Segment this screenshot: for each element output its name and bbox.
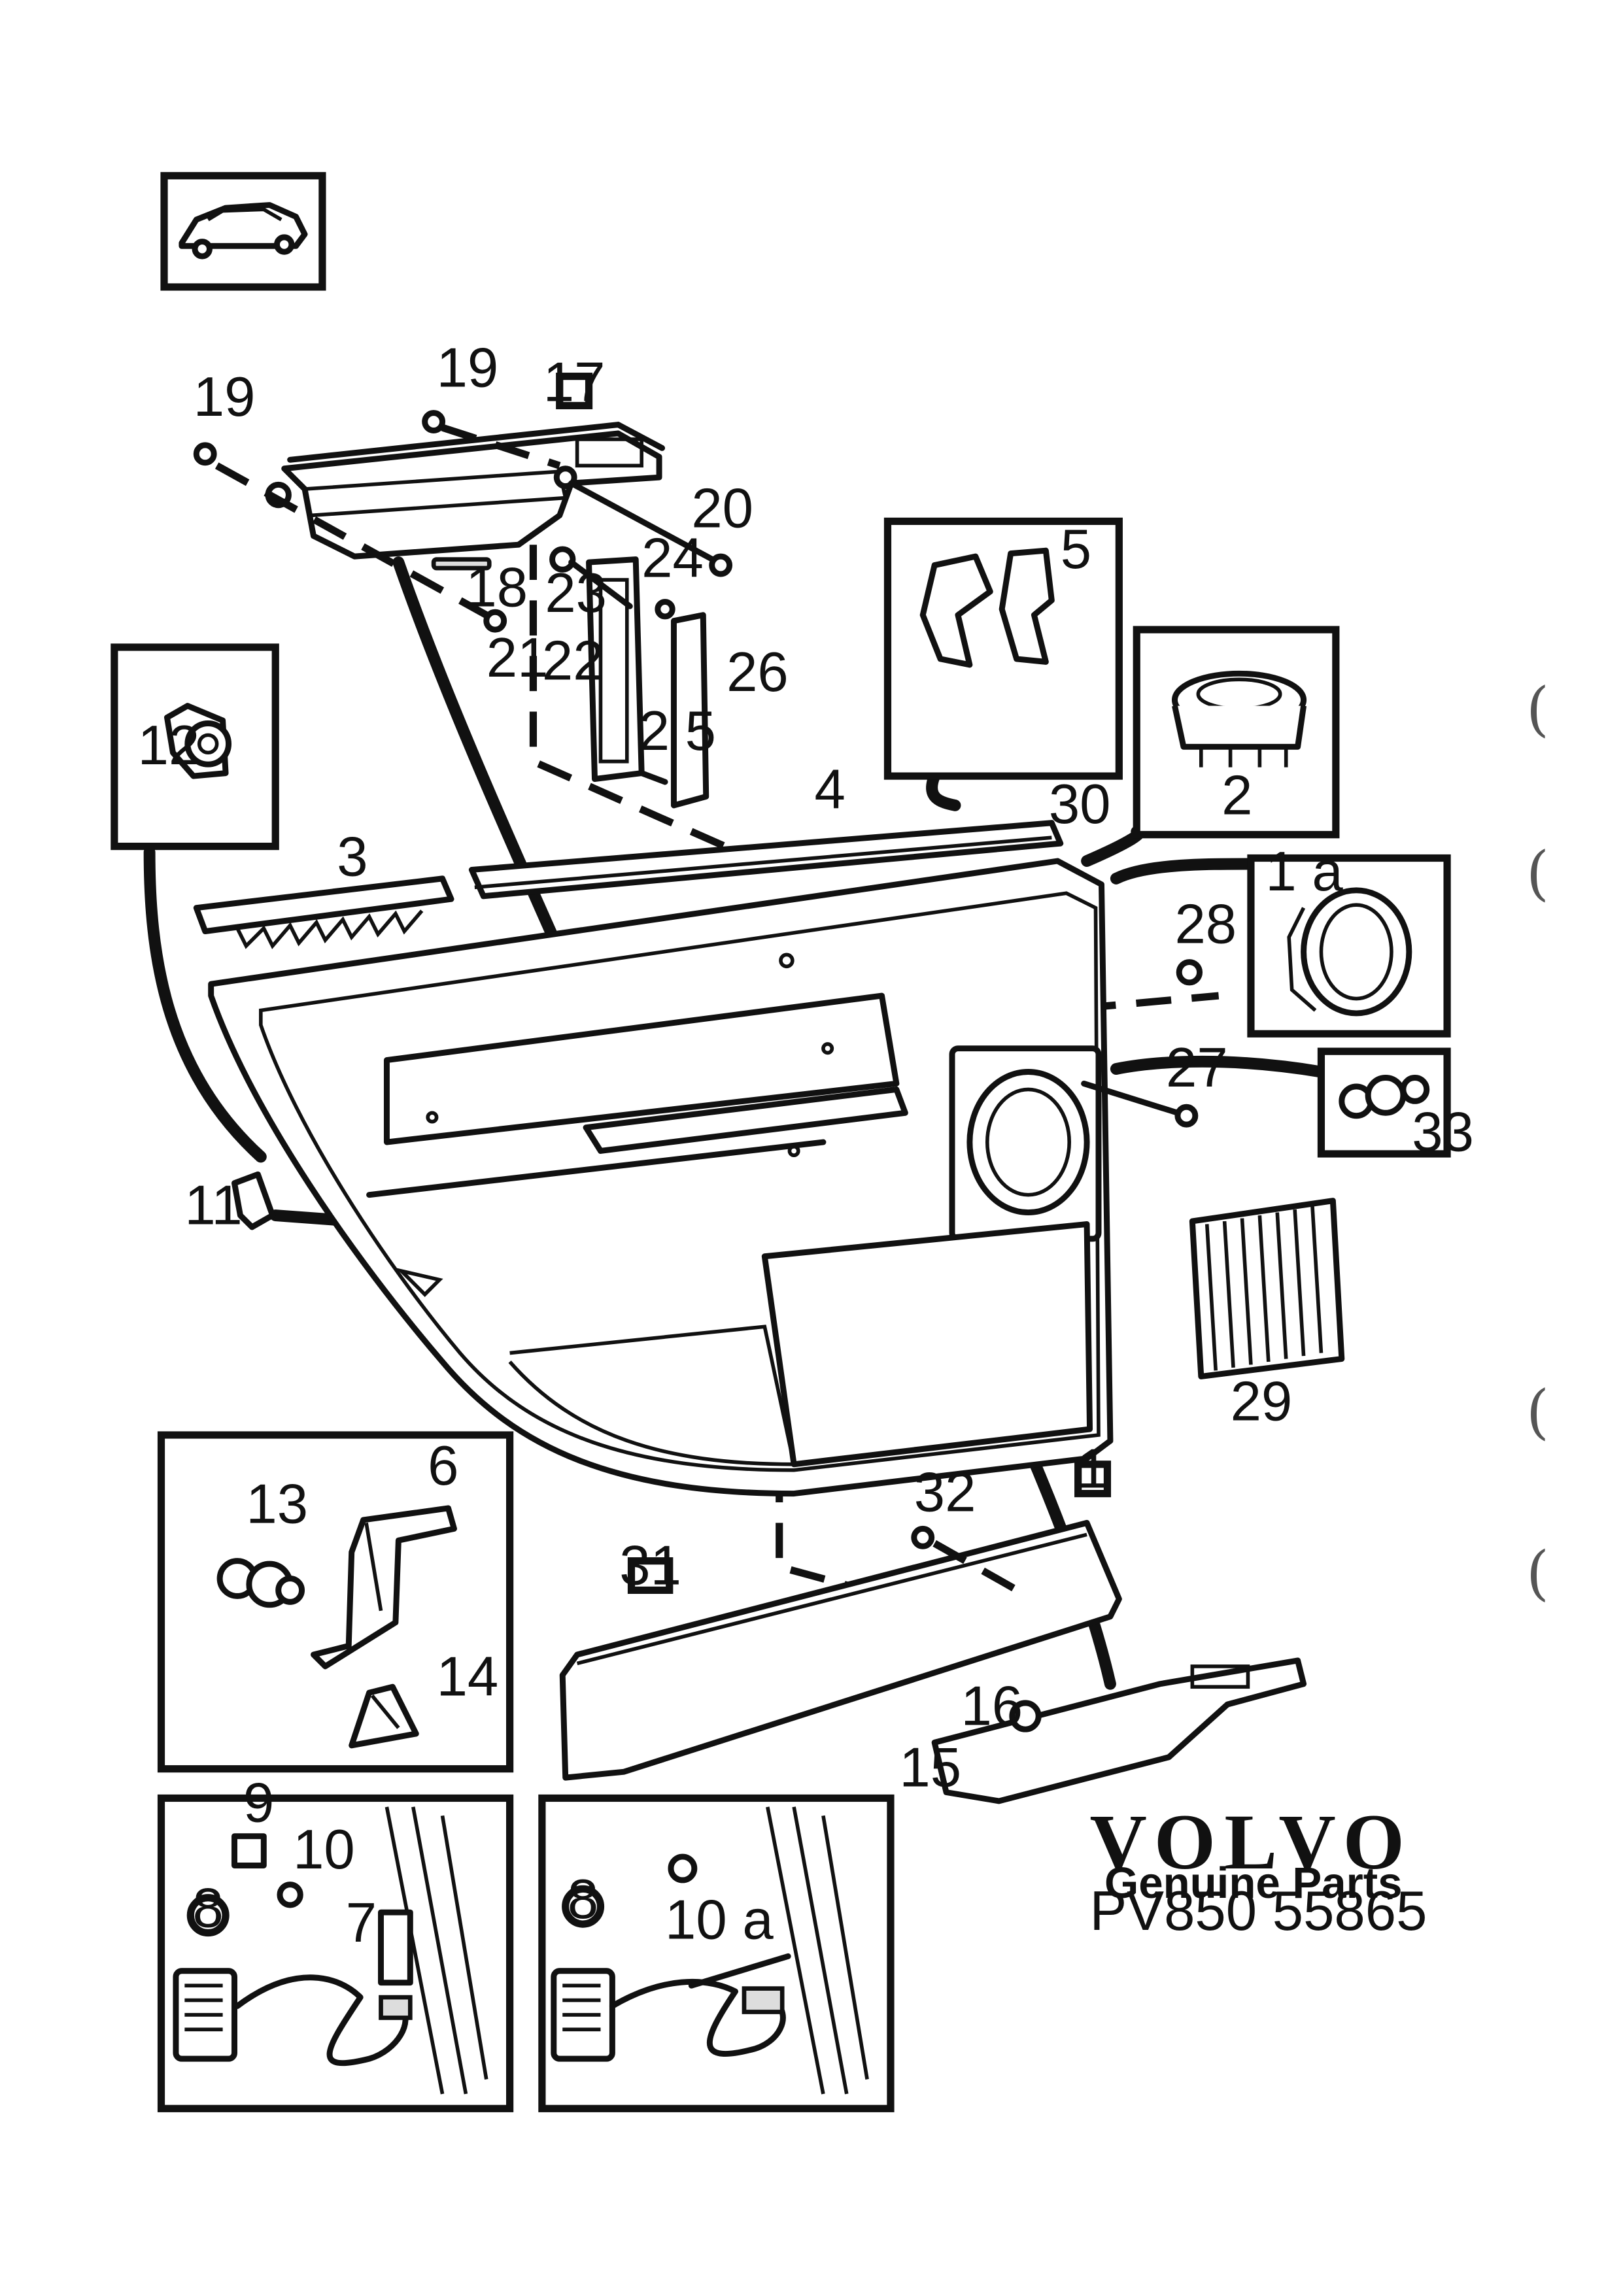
label-22: 22 xyxy=(542,630,604,692)
label-28: 28 xyxy=(1174,893,1237,955)
inset-plug-33 xyxy=(1317,1047,1451,1158)
margin-mark: ( xyxy=(1526,1379,1549,1447)
margin-mark: ( xyxy=(1526,839,1549,907)
switch-panel-15 xyxy=(931,1657,1307,1804)
label-1a: 1 a xyxy=(1265,841,1343,903)
label-30: 30 xyxy=(1049,773,1111,836)
label-20: 20 xyxy=(691,477,753,539)
label-25: 2 5 xyxy=(639,700,716,762)
label-33: 33 xyxy=(1412,1101,1474,1163)
screw-21 xyxy=(214,462,507,633)
inset-switch-wiring-b xyxy=(538,1794,895,2112)
screw-24-line xyxy=(568,559,633,609)
label-16: 16 xyxy=(961,1675,1023,1737)
label-13: 13 xyxy=(246,1473,308,1535)
leader-line xyxy=(143,846,267,1163)
label-10: 10 xyxy=(293,1819,355,1881)
leader-line xyxy=(1110,1055,1327,1078)
label-4: 4 xyxy=(814,758,845,820)
leader-dash xyxy=(529,545,766,868)
label-32: 32 xyxy=(914,1461,976,1523)
armrest-handle-part xyxy=(265,422,666,571)
label-31: 31 xyxy=(619,1534,681,1596)
label-box-17 xyxy=(556,373,593,410)
inset-switch-wiring-a xyxy=(157,1794,514,2112)
leader-dash xyxy=(932,1540,1025,1596)
margin-mark: ( xyxy=(1526,675,1549,743)
leader-line xyxy=(1110,858,1257,885)
screw-24 xyxy=(655,599,675,620)
label-7: 7 xyxy=(346,1892,377,1954)
speaker-grille-29 xyxy=(1189,1198,1345,1379)
pocket-panel-31 xyxy=(559,1519,1122,1781)
label-10a: 10 a xyxy=(665,1889,774,1951)
label-box-31 xyxy=(627,1557,674,1595)
label-15: 15 xyxy=(899,1737,961,1799)
margin-mark: ( xyxy=(1526,1540,1549,1608)
leader-line xyxy=(392,556,566,958)
clip-19-top xyxy=(422,410,446,433)
screw-23 xyxy=(549,546,576,573)
label-11: 11 xyxy=(184,1174,242,1236)
label-8-right: 8 xyxy=(568,1868,598,1931)
label-23: 23 xyxy=(545,562,607,624)
label-circle-8b xyxy=(562,1885,605,1928)
label-circle-8a xyxy=(186,1894,230,1937)
label-6: 6 xyxy=(428,1435,458,1497)
label-29: 29 xyxy=(1231,1371,1293,1433)
screw-20 xyxy=(568,480,733,577)
clip-28 xyxy=(1176,959,1203,986)
leader-dash xyxy=(441,424,561,469)
label-box-1 xyxy=(1074,1460,1112,1498)
inset-speaker-ring-2 xyxy=(1133,626,1340,839)
part-code: PV850 55865 xyxy=(1090,1880,1427,1942)
label-19-top: 19 xyxy=(437,337,499,399)
screw-32 xyxy=(911,1525,935,1549)
label-9: 9 xyxy=(243,1772,274,1834)
label-14: 14 xyxy=(437,1646,499,1708)
label-3: 3 xyxy=(337,826,367,888)
label-5: 5 xyxy=(1061,518,1091,581)
screw-25 xyxy=(638,770,668,785)
inset-clip-12 xyxy=(111,643,279,851)
window-rail-4 xyxy=(468,820,1064,900)
inset-clip-5 xyxy=(883,517,1123,780)
rail-3 xyxy=(193,875,454,949)
leader-line xyxy=(926,770,961,811)
screw-27 xyxy=(1174,1104,1199,1128)
label-17: 17 xyxy=(543,352,606,414)
label-8-left: 8 xyxy=(193,1878,224,1940)
label-26: 26 xyxy=(726,641,789,703)
inset-speaker-bracket-1a xyxy=(1247,854,1451,1038)
trim-strip-26 xyxy=(670,612,709,809)
brand-logo: VOLVO xyxy=(1090,1798,1414,1886)
label-18: 18 xyxy=(466,556,528,618)
label-2: 2 xyxy=(1222,764,1252,826)
screw-27-line xyxy=(1081,1080,1181,1116)
label-19-left: 19 xyxy=(194,366,256,428)
label-12: 12 xyxy=(138,715,200,777)
leader-line xyxy=(1081,826,1145,867)
brand-tagline: Genuine Parts xyxy=(1104,1859,1403,1908)
clip-11 xyxy=(231,1171,276,1230)
label-21: 21 xyxy=(487,627,549,689)
label-24: 24 xyxy=(641,527,704,589)
label-27: 27 xyxy=(1166,1037,1228,1099)
door-panel-1 xyxy=(208,858,1114,1497)
inset-clip-6-13-14 xyxy=(157,1431,514,1773)
clip-19-left xyxy=(193,442,217,466)
label-1: 1 xyxy=(1077,1438,1108,1500)
car-thumbnail xyxy=(160,172,326,291)
